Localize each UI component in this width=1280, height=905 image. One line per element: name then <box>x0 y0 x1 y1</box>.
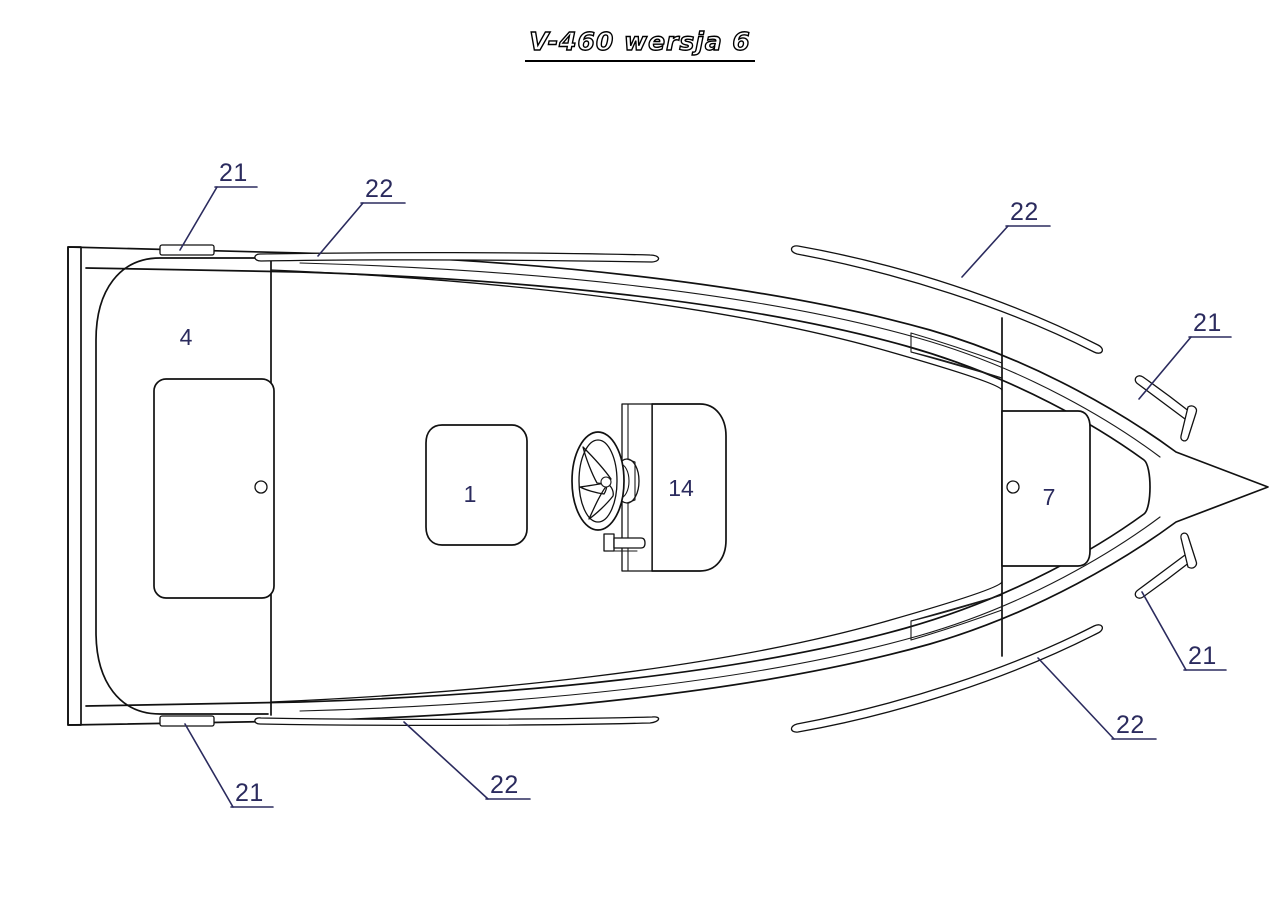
balloon-21-stern-bottom: 21 <box>184 723 274 808</box>
cleat-port-stern <box>159 244 215 256</box>
balloon-text: 21 <box>219 159 248 187</box>
cleat-starboard-bow-lower <box>1180 532 1198 569</box>
cleat-port-stern-lower <box>159 715 215 727</box>
cleat-starboard-bow <box>1180 405 1198 442</box>
side-shelf-upper-face <box>910 332 1003 364</box>
part-label-1: 1 <box>464 481 477 507</box>
hull-outline <box>67 246 1269 726</box>
center-hatch-outline <box>425 424 528 546</box>
balloon-22-bow-bottom: 22 <box>1037 657 1157 740</box>
bow-locker-seat <box>1001 410 1091 567</box>
hull-outer-edge <box>67 246 1269 726</box>
steering-wheel-rim-inner <box>578 439 618 523</box>
cleats-group <box>159 244 1198 727</box>
throttle-lever[interactable] <box>603 533 646 552</box>
steering-wheel-center-hub <box>600 476 612 488</box>
leader-line <box>1138 336 1192 400</box>
side-shelf-details <box>910 332 1003 641</box>
leader-line <box>184 723 234 808</box>
steering-hub-top-edge <box>626 458 636 504</box>
stern-locker-drain-hole <box>254 480 268 494</box>
side-shelf-upper-inner <box>910 351 1003 379</box>
rubrail-port-stern <box>254 251 660 263</box>
transom-outline <box>67 246 82 726</box>
stern-locker-outline <box>153 378 275 599</box>
part-number-labels: 4 1 14 7 <box>180 324 1056 510</box>
sheer-accent-lower <box>299 516 1161 712</box>
bow-locker-outline <box>1001 410 1091 567</box>
throttle-lever-arm <box>613 537 646 549</box>
part-label-4: 4 <box>180 324 193 350</box>
cockpit-inner-perimeter <box>95 257 269 715</box>
balloon-22-bow-top: 22 <box>961 198 1051 278</box>
balloon-labels: 21 22 22 21 <box>179 159 1232 808</box>
rubrail-bow-upper-tip <box>1134 375 1194 422</box>
leader-line <box>317 202 364 257</box>
rubrail-port-lower <box>254 716 660 727</box>
part-label-7: 7 <box>1043 484 1056 510</box>
leader-line <box>403 721 489 800</box>
cockpit-sole-upper-edge <box>270 269 1003 391</box>
rubrail-starboard-lower <box>790 624 1103 733</box>
rubrail-bow-lower-tip <box>1134 552 1194 599</box>
console-body-outline <box>651 403 727 572</box>
leader-line <box>179 186 218 251</box>
balloon-text: 21 <box>1188 642 1217 670</box>
steering-console <box>571 403 727 572</box>
steering-wheel[interactable] <box>571 431 625 531</box>
balloon-text: 22 <box>1116 711 1145 739</box>
balloon-text: 21 <box>235 779 264 807</box>
part-label-14: 14 <box>668 475 694 501</box>
balloon-text: 22 <box>365 175 394 203</box>
steering-wheel-spoke-left <box>579 482 608 495</box>
cockpit-sole-lower-edge <box>270 581 1003 703</box>
balloon-22-stern-bottom: 22 <box>403 721 531 800</box>
sheer-accent-upper <box>299 262 1161 458</box>
center-seat-hatch <box>425 424 528 546</box>
side-shelf-lower-inner <box>910 594 1003 622</box>
balloon-22-stern-top: 22 <box>317 175 406 257</box>
side-shelf-lower-face <box>910 609 1003 641</box>
leader-line <box>961 225 1009 278</box>
rubrail-starboard-bow <box>790 245 1103 354</box>
balloon-text: 21 <box>1193 309 1222 337</box>
stern-seat-locker <box>153 378 275 599</box>
bow-locker-drain-hole <box>1006 480 1020 494</box>
hull-inner-gunwale <box>85 267 1151 707</box>
leader-line <box>1037 657 1115 740</box>
transom-plate <box>67 246 82 726</box>
balloon-21-bow-bottom: 21 <box>1141 591 1227 671</box>
steering-wheel-spoke-lower <box>588 483 614 520</box>
balloon-21-bow-top: 21 <box>1138 309 1232 400</box>
throttle-lever-base <box>603 533 615 552</box>
balloon-21-stern-top: 21 <box>179 159 258 251</box>
balloon-text: 22 <box>1010 198 1039 226</box>
leader-line <box>1141 591 1187 671</box>
balloon-text: 22 <box>490 771 519 799</box>
